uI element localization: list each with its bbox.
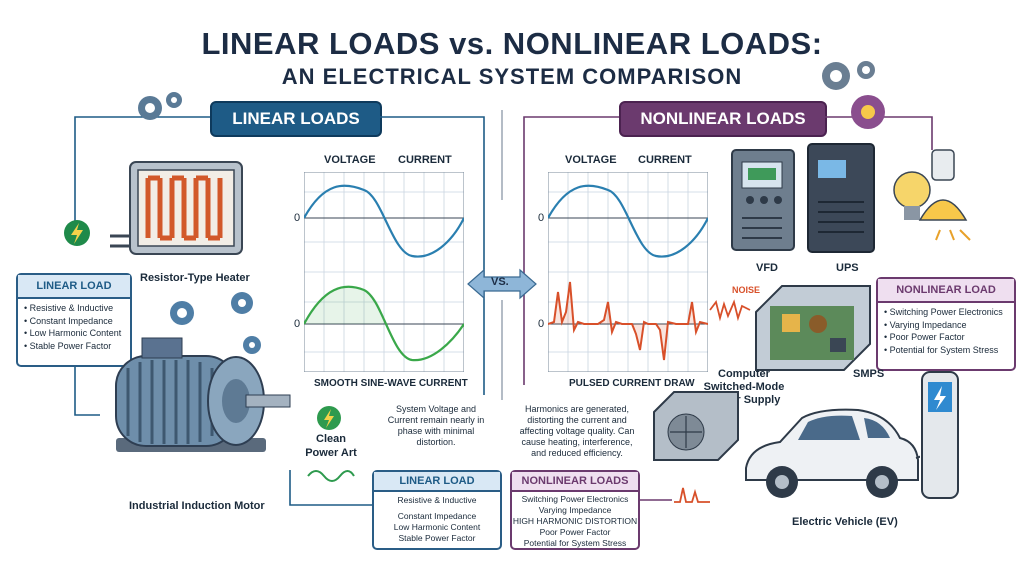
ups-icon bbox=[807, 143, 875, 253]
list-item: Switching Power Electronics bbox=[884, 306, 1008, 319]
linear-waveform-chart bbox=[304, 172, 464, 372]
smps-icon bbox=[755, 285, 871, 371]
ev-charger-icon bbox=[921, 371, 959, 499]
linear-summary-table: LINEAR LOAD Resistive & Inductive Consta… bbox=[372, 470, 502, 550]
linear-loads-header: LINEAR LOADS bbox=[210, 101, 382, 137]
nonlinear-connector-left bbox=[523, 116, 619, 385]
nonlinear-voltage-label: VOLTAGE bbox=[565, 154, 617, 166]
clean-power-icon bbox=[317, 406, 341, 430]
clean-power-label: Clean Power Art bbox=[305, 433, 357, 459]
linear-load-card-title: LINEAR LOAD bbox=[18, 275, 130, 299]
table-row: Varying Impedance bbox=[538, 505, 612, 515]
linear-load-card: LINEAR LOAD Resistive & Inductive Consta… bbox=[16, 273, 132, 367]
nonlinear-load-card-title: NONLINEAR LOAD bbox=[878, 279, 1014, 303]
table-row: Stable Power Factor bbox=[398, 533, 476, 543]
list-item: Varying Impedance bbox=[884, 319, 1008, 332]
list-item: Constant Impedance bbox=[24, 315, 124, 328]
noise-label: NOISE bbox=[732, 285, 761, 295]
motor-label: Industrial Induction Motor bbox=[129, 500, 265, 512]
list-item: Low Harmonic Content bbox=[24, 327, 124, 340]
led-bulbs-icon bbox=[893, 149, 971, 241]
vs-arrow-icon bbox=[467, 268, 537, 300]
vfd-label: VFD bbox=[756, 262, 778, 274]
gear-icon bbox=[851, 95, 885, 129]
nonlinear-loads-header: NONLINEAR LOADS bbox=[619, 101, 827, 137]
noise-wave-icon bbox=[709, 299, 751, 322]
table-row: Low Harmonic Content bbox=[393, 522, 481, 532]
voltage-wave bbox=[548, 184, 708, 258]
table-row: Resistive & Inductive bbox=[397, 495, 477, 505]
gear-icon bbox=[170, 292, 261, 354]
list-item: Potential for System Stress bbox=[884, 344, 1008, 357]
gear-icon bbox=[822, 61, 875, 90]
linear-current-label: CURRENT bbox=[398, 154, 452, 166]
vfd-icon bbox=[731, 149, 795, 251]
linear-summary-title: LINEAR LOAD bbox=[374, 472, 500, 492]
linear-connector-down bbox=[74, 360, 100, 416]
table-row: Switching Power Electronics bbox=[521, 494, 629, 504]
electric-vehicle-icon bbox=[745, 408, 920, 498]
nonlinear-zero-top: 0 bbox=[538, 212, 545, 224]
linear-zero-bottom: 0 bbox=[294, 318, 301, 330]
linear-chart-caption: SMOOTH SINE-WAVE CURRENT bbox=[314, 378, 468, 389]
ups-label: UPS bbox=[836, 262, 859, 274]
power-supply-icon bbox=[653, 391, 739, 461]
list-item: Resistive & Inductive bbox=[24, 302, 124, 315]
page-subtitle: AN ELECTRICAL SYSTEM COMPARISON bbox=[281, 64, 743, 89]
linear-table-connector bbox=[289, 470, 372, 506]
nonlinear-zero-bottom: 0 bbox=[538, 318, 545, 330]
linear-connector-right bbox=[380, 116, 485, 395]
table-row: HIGH HARMONIC DISTORTION bbox=[512, 516, 638, 526]
gear-icon bbox=[138, 92, 182, 120]
induction-motor-icon bbox=[115, 337, 291, 452]
nonlinear-summary-title: NONLINEAR LOADS bbox=[512, 472, 638, 492]
table-row: Poor Power Factor bbox=[539, 527, 611, 537]
smps-label: SMPS bbox=[853, 368, 885, 380]
list-item: Poor Power Factor bbox=[884, 331, 1008, 344]
linear-zero-top: 0 bbox=[294, 212, 301, 224]
nonlinear-load-card: NONLINEAR LOAD Switching Power Electroni… bbox=[876, 277, 1016, 371]
linear-note: System Voltage and Current remain nearly… bbox=[387, 404, 485, 447]
pulsed-current-wave bbox=[548, 281, 708, 361]
clean-current-wave bbox=[304, 285, 464, 362]
linear-connector-left bbox=[74, 116, 210, 240]
nonlinear-waveform-chart bbox=[548, 172, 708, 372]
nonlinear-load-bullets: Switching Power Electronics Varying Impe… bbox=[878, 303, 1014, 359]
lightning-icon bbox=[64, 220, 90, 246]
table-row: Constant Impedance bbox=[397, 511, 477, 521]
pulsed-wave-icon bbox=[674, 487, 710, 503]
resistor-heater-icon bbox=[110, 161, 243, 255]
voltage-wave bbox=[304, 184, 464, 258]
clean-wave-icon bbox=[307, 470, 355, 482]
nonlinear-note: Harmonics are generated, distorting the … bbox=[519, 404, 635, 458]
vs-label: VS. bbox=[491, 276, 509, 288]
nonlinear-current-label: CURRENT bbox=[638, 154, 692, 166]
linear-load-bullets: Resistive & Inductive Constant Impedance… bbox=[18, 299, 130, 355]
page-title: LINEAR LOADS vs. NONLINEAR LOADS: bbox=[201, 26, 823, 61]
list-item: Stable Power Factor bbox=[24, 340, 124, 353]
nonlinear-summary-table: NONLINEAR LOADS Switching Power Electron… bbox=[510, 470, 640, 550]
ev-label: Electric Vehicle (EV) bbox=[792, 516, 898, 528]
nonlinear-chart-caption: PULSED CURRENT DRAW bbox=[569, 378, 695, 389]
linear-voltage-label: VOLTAGE bbox=[324, 154, 376, 166]
heater-label: Resistor-Type Heater bbox=[140, 272, 250, 284]
table-row: Potential for System Stress bbox=[523, 538, 627, 548]
